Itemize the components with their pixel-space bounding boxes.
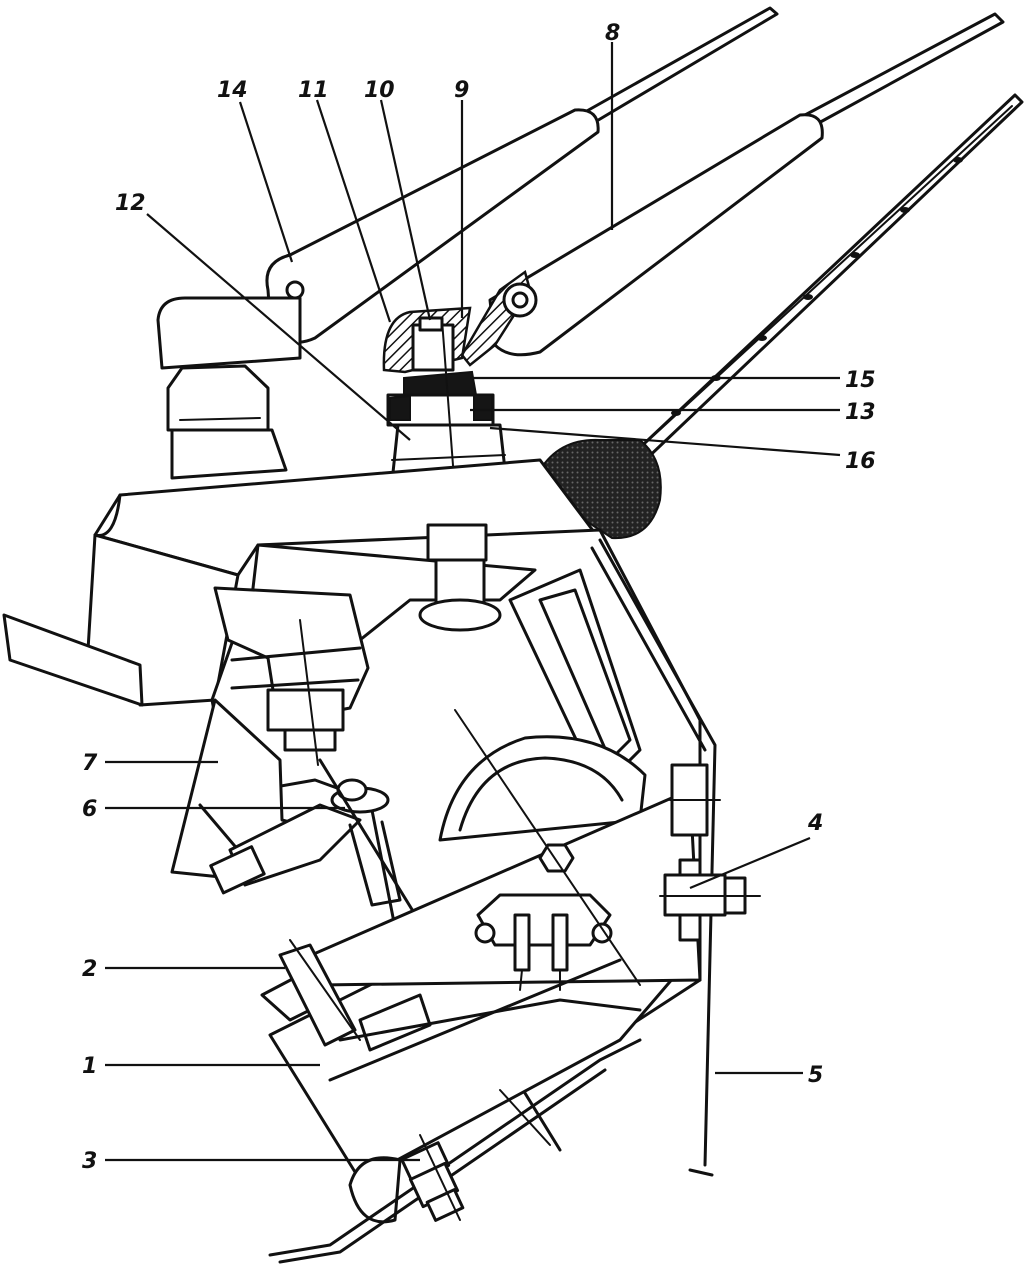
label-9: 9 [454,78,469,103]
bolt-2 [260,939,432,1052]
label-13: 13 [845,400,876,425]
label-1: 1 [82,1054,97,1079]
label-2: 2 [82,957,97,982]
label-16: 16 [845,449,876,474]
label-10: 10 [364,78,395,103]
tie-rod [338,709,642,1146]
electrical-connector [474,893,613,991]
wiper-arm-8 [460,113,824,367]
label-6: 6 [82,797,97,822]
mounting-plate-12 [2,458,602,707]
label-12: 12 [115,191,146,216]
label-3: 3 [82,1149,97,1174]
label-7: 7 [82,751,98,776]
left-spindle-housing [156,296,302,480]
bolt-4 [659,763,761,942]
hex-nut [538,843,575,873]
label-4: 4 [807,811,823,836]
label-15: 15 [845,368,876,393]
label-5: 5 [808,1063,823,1088]
leader-lines [105,42,841,1162]
bolt-3 [400,1134,465,1222]
label-8: 8 [605,21,620,46]
label-14: 14 [217,78,248,103]
callout-labels: 1 2 3 4 5 6 7 8 9 10 11 12 13 14 15 16 [82,21,876,1174]
spindle-shaft [418,523,502,632]
label-11: 11 [298,78,329,103]
